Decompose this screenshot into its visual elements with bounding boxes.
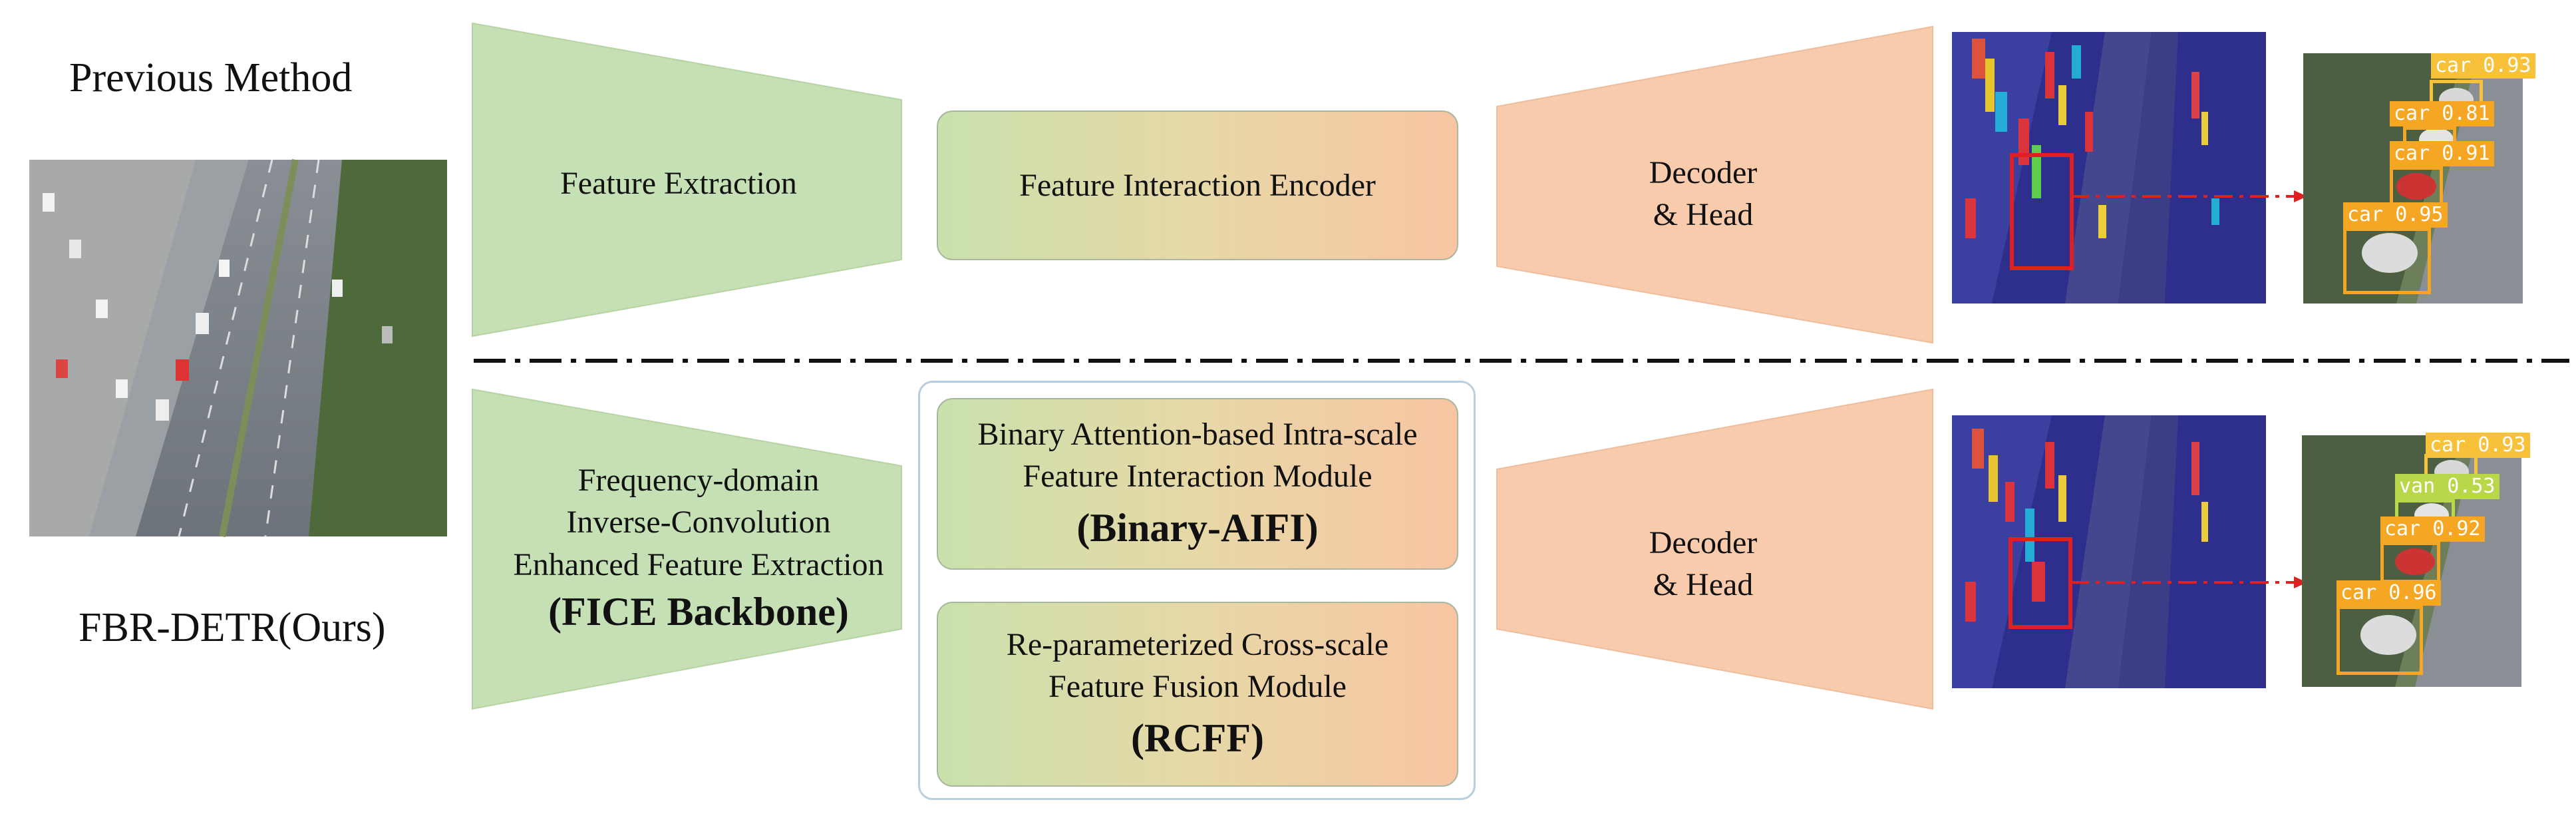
- rcff-line2: Feature Fusion Module: [1048, 669, 1347, 705]
- aifi-line2: Feature Interaction Module: [1023, 459, 1372, 495]
- det-label-bottom-4: car 0.96: [2336, 580, 2441, 606]
- input-aerial-photo: [29, 159, 447, 537]
- decoder-head-line2: & Head: [1653, 197, 1754, 233]
- det-label-top-4: car 0.95: [2343, 202, 2448, 228]
- det-label-top-1: car 0.93: [2431, 53, 2535, 79]
- arrow-bottom: [2070, 576, 2307, 588]
- heatmap-top-image: [1952, 32, 2266, 304]
- detection-result-bottom: car 0.93 van 0.53 car 0.92 car 0.96: [2302, 433, 2530, 687]
- ours-label: FBR-DETR(Ours): [79, 605, 386, 650]
- heatmap-bottom: [1952, 415, 2266, 688]
- det-label-top-3: car 0.91: [2390, 141, 2494, 166]
- decoder-head-label-bottom: Decoder & Head: [1597, 522, 1810, 606]
- det-label-top-2: car 0.81: [2390, 101, 2494, 126]
- decoder-head-trapezoid-top: [1496, 25, 1933, 344]
- det-label-bottom-1: car 0.93: [2426, 433, 2530, 458]
- feature-extraction-trapezoid-top: [472, 22, 902, 337]
- aifi-name: (Binary-AIFI): [1076, 505, 1319, 550]
- backbone-line1: Frequency-domain: [577, 463, 820, 498]
- fice-backbone-label: Frequency-domain Inverse-Convolution Enh…: [492, 459, 905, 638]
- rcff-name: (RCFF): [1131, 716, 1264, 760]
- row-separator: [474, 359, 2569, 363]
- backbone-line2: Inverse-Convolution: [566, 505, 831, 540]
- det-label-bottom-3: car 0.92: [2380, 516, 2485, 542]
- rcff-line1: Re-parameterized Cross-scale: [1006, 627, 1389, 663]
- det-label-bottom-2: van 0.53: [2395, 474, 2499, 499]
- decoder-head-line1-bottom: Decoder: [1649, 525, 1758, 560]
- binary-aifi-box: Binary Attention-based Intra-scale Featu…: [937, 398, 1458, 570]
- previous-method-label: Previous Method: [69, 55, 353, 101]
- bbox-bottom-3: [2380, 542, 2440, 583]
- feature-extraction-label: Feature Extraction: [560, 166, 797, 201]
- decoder-head-line1: Decoder: [1649, 155, 1758, 190]
- heatmap-top: [1952, 32, 2266, 304]
- input-aerial-image: [29, 159, 447, 537]
- bbox-top-4: [2343, 228, 2431, 294]
- encoder-group-outline: [918, 381, 1476, 800]
- detection-result-top: car 0.93 car 0.81 car 0.91 car 0.95: [2303, 53, 2535, 304]
- decoder-head-line2-bottom: & Head: [1653, 567, 1754, 603]
- decoder-head-trapezoid-bottom: [1496, 388, 1933, 710]
- arrow-top: [2070, 190, 2307, 202]
- bbox-bottom-4: [2336, 606, 2423, 675]
- feature-interaction-encoder-box: Feature Interaction Encoder: [937, 110, 1458, 260]
- aifi-line1: Binary Attention-based Intra-scale: [977, 417, 1418, 453]
- heatmap-bottom-image: [1952, 415, 2266, 688]
- backbone-name: (FICE Backbone): [548, 590, 849, 634]
- feature-interaction-encoder-label: Feature Interaction Encoder: [1019, 167, 1376, 203]
- decoder-head-label-top: Decoder & Head: [1597, 152, 1810, 236]
- rcff-box: Re-parameterized Cross-scale Feature Fus…: [937, 602, 1458, 787]
- fice-backbone-trapezoid: [472, 388, 902, 710]
- backbone-line3: Enhanced Feature Extraction: [513, 546, 884, 582]
